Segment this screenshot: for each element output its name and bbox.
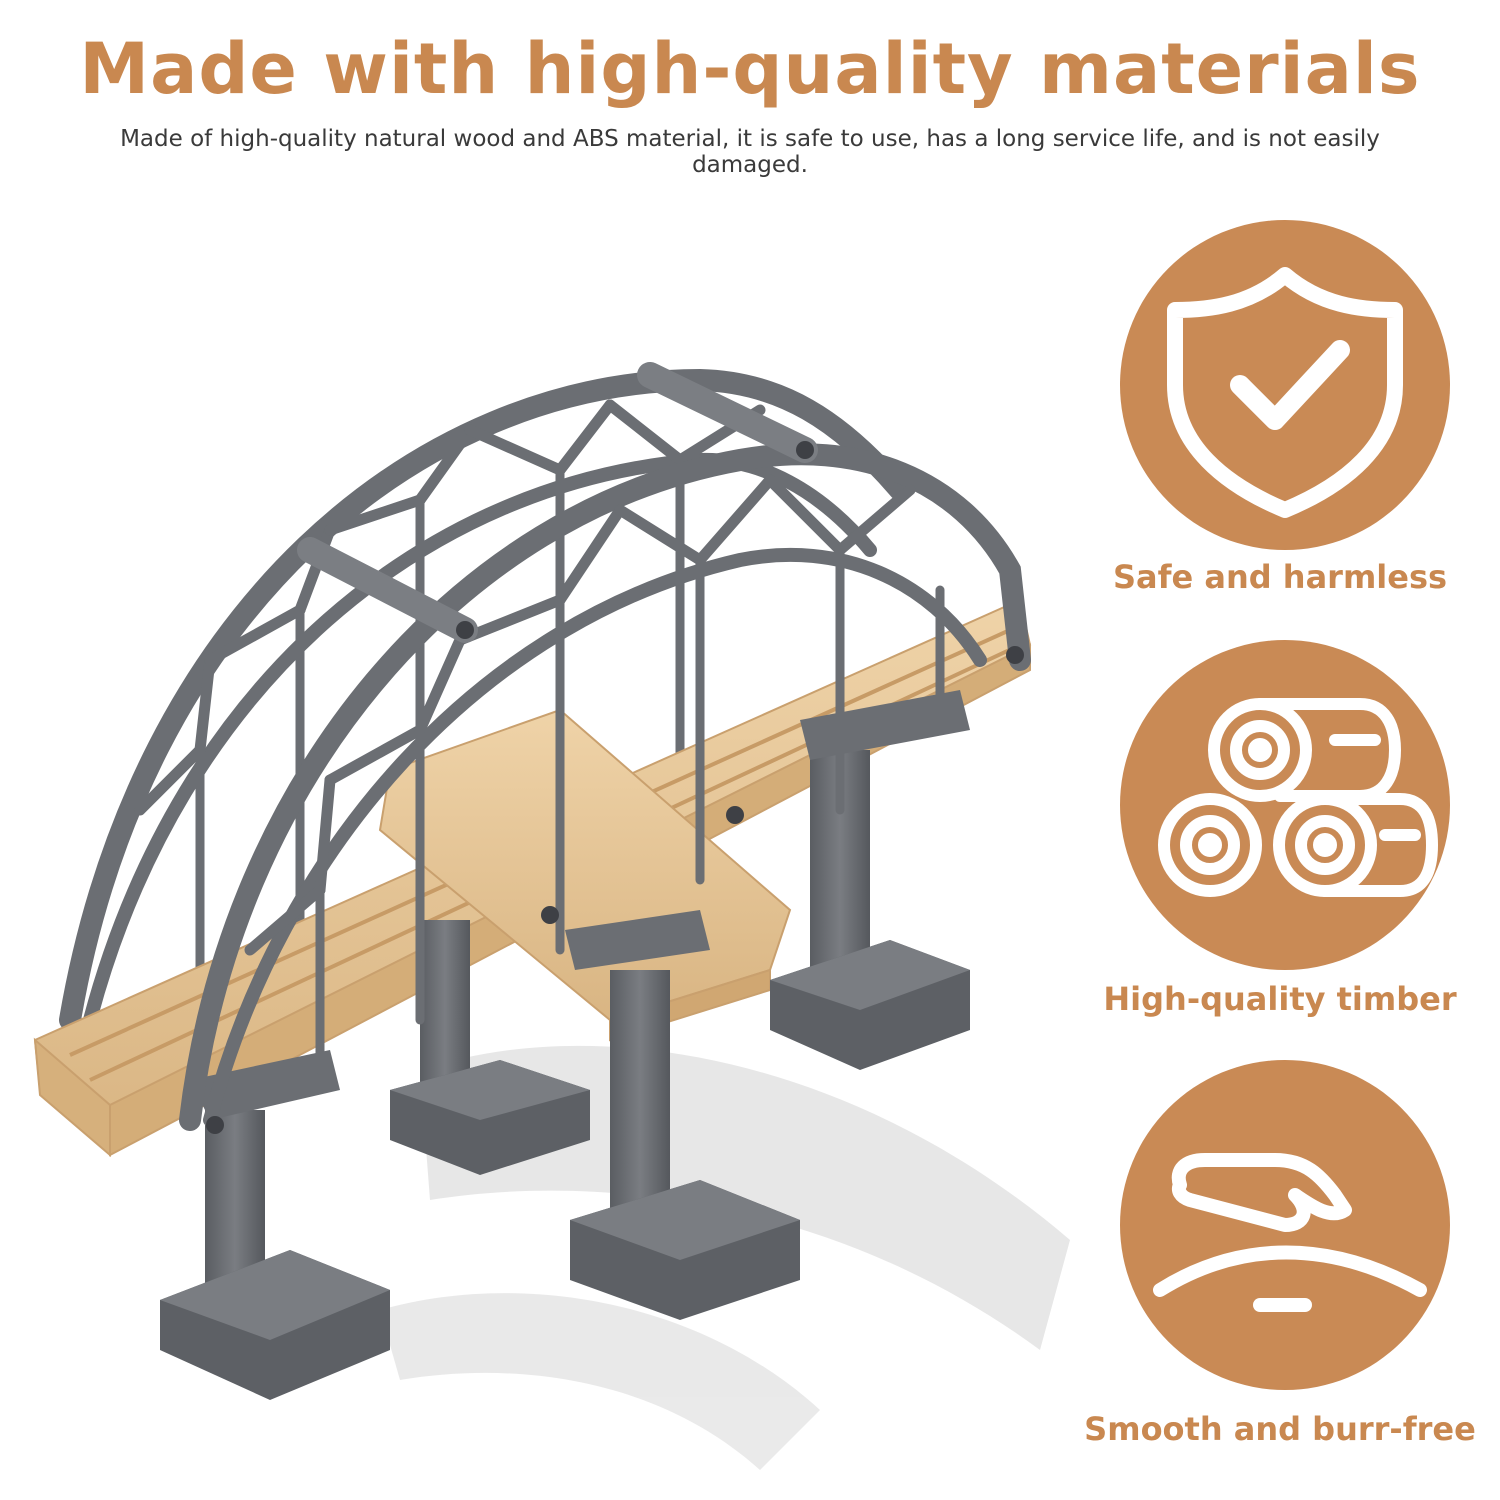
page-title: Made with high-quality materials [79, 28, 1421, 110]
feature-circle [1120, 220, 1450, 550]
pillar-back-right [770, 690, 970, 1070]
feature-circle [1120, 640, 1450, 970]
pillar-back-middle [390, 920, 590, 1175]
log-stack-icon [1158, 698, 1439, 897]
feature-smooth: Smooth and burr-free [1084, 1060, 1476, 1480]
pillar-front-left [160, 1050, 390, 1400]
screws [206, 441, 1024, 1134]
front-arch [179, 443, 1031, 1131]
feature-circle [1120, 1060, 1450, 1390]
feature-label: Smooth and burr-free [1084, 1410, 1476, 1448]
feature-label: High-quality timber [1103, 980, 1457, 1018]
page-subtitle: Made of high-quality natural wood and AB… [120, 126, 1380, 178]
shield-check-icon [1167, 267, 1403, 518]
feature-safe: Safe and harmless [1100, 220, 1460, 620]
bridge-pillars [160, 690, 970, 1400]
feature-timber: High-quality timber [1100, 640, 1460, 1040]
pillar-front-middle [565, 910, 800, 1320]
feature-label: Safe and harmless [1112, 558, 1448, 596]
hand-smooth-surface-icon [1153, 1153, 1427, 1312]
arch-cross-bars [297, 362, 818, 643]
arch-bridge-illustration [33, 362, 1070, 1470]
